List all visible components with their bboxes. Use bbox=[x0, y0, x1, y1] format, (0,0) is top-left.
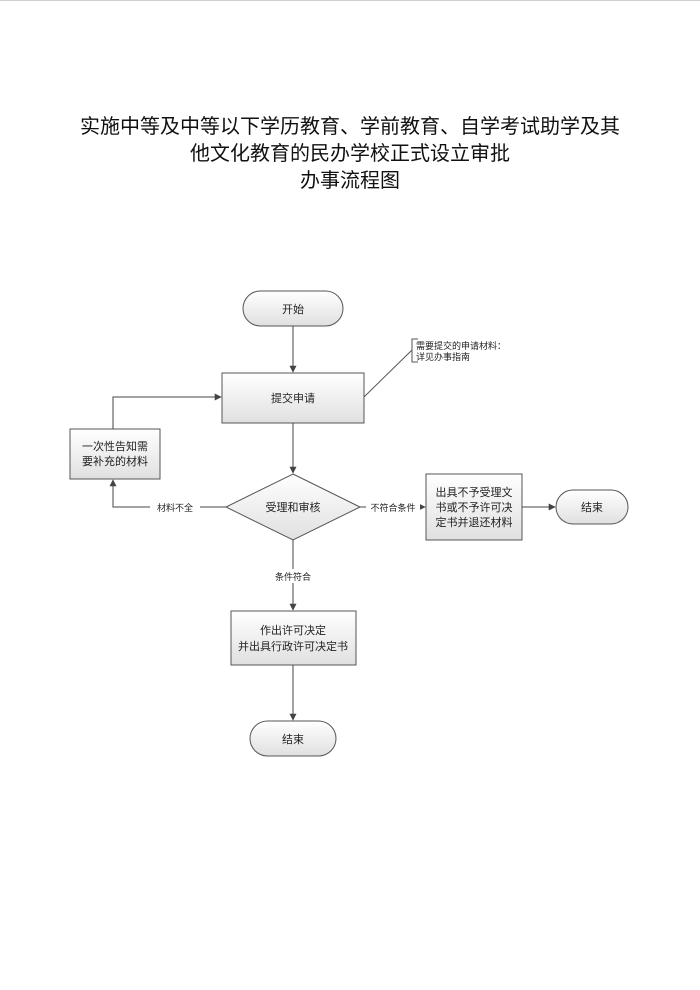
end-right-label: 结束 bbox=[581, 501, 603, 514]
title-line-2: 他文化教育的民办学校正式设立审批 bbox=[190, 141, 510, 165]
start-label: 开始 bbox=[282, 302, 304, 316]
note-line-2: 详见办事指南 bbox=[416, 351, 470, 363]
title-line-3: 办事流程图 bbox=[300, 168, 400, 192]
review-label: 受理和审核 bbox=[266, 500, 321, 514]
arrow-notify-to-submit bbox=[112, 393, 222, 429]
top-rule bbox=[0, 0, 700, 1]
submit-node: 提交申请 bbox=[221, 372, 365, 424]
notify-line-1: 一次性告知需 bbox=[82, 439, 148, 453]
submit-label: 提交申请 bbox=[271, 391, 315, 405]
notify-node: 一次性告知需 要补充的材料 bbox=[69, 428, 161, 480]
materials-note: 需要提交的申请材料： 详见办事指南 bbox=[363, 338, 506, 398]
page-title: 实施中等及中等以下学历教育、学前教育、自学考试助学及其 他文化教育的民办学校正式… bbox=[20, 113, 680, 194]
decision-line-1: 作出许可决定 bbox=[260, 623, 326, 637]
decision-node: 作出许可决定 并出具行政许可决定书 bbox=[230, 610, 357, 666]
end-bottom-label: 结束 bbox=[282, 733, 304, 746]
reject-line-2: 书或不予许可决 bbox=[436, 501, 513, 514]
note-line-1: 需要提交的申请材料： bbox=[416, 340, 506, 352]
decision-line-2: 并出具行政许可决定书 bbox=[238, 639, 348, 653]
review-node: 受理和审核 bbox=[224, 473, 362, 541]
reject-line-3: 定书并退还材料 bbox=[436, 515, 513, 529]
notify-line-2: 要补充的材料 bbox=[82, 454, 148, 468]
incomplete-label: 材料不全 bbox=[157, 502, 193, 514]
meet-label: 条件符合 bbox=[275, 571, 311, 583]
not-meet-label: 不符合条件 bbox=[370, 502, 415, 514]
reject-line-1: 出具不予受理文 bbox=[436, 485, 513, 499]
end-node-right: 结束 bbox=[555, 489, 629, 525]
reject-node: 出具不予受理文 书或不予许可决 定书并退还材料 bbox=[425, 473, 523, 541]
title-line-1: 实施中等及中等以下学历教育、学前教育、自学考试助学及其 bbox=[80, 114, 620, 138]
start-node: 开始 bbox=[242, 290, 344, 327]
end-node-bottom: 结束 bbox=[249, 720, 337, 757]
